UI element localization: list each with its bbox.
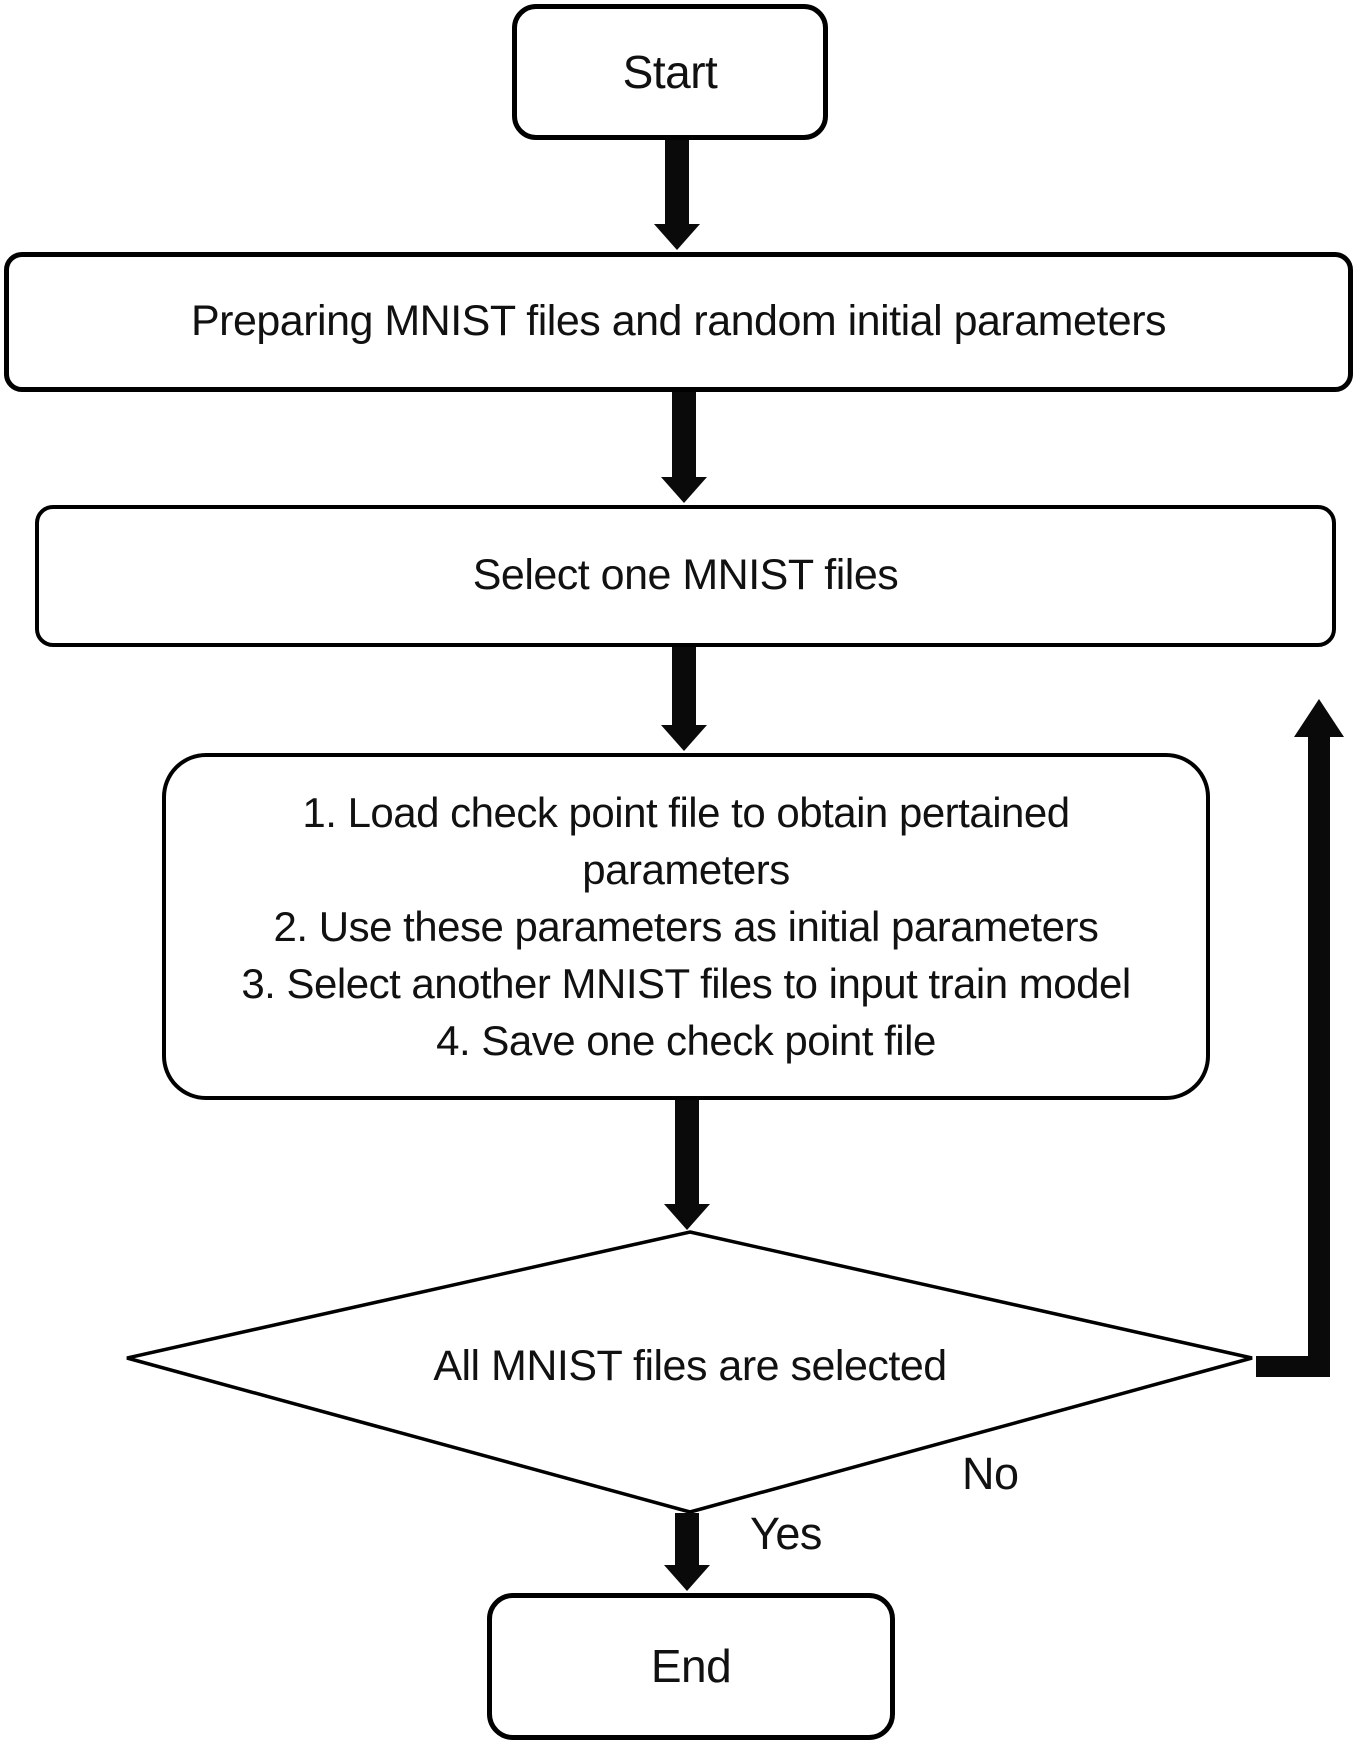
edge-label-no: No: [962, 1448, 1019, 1499]
end-node: End: [487, 1593, 895, 1740]
arrow-select-to-train-icon: [661, 647, 707, 751]
start-node: Start: [512, 4, 828, 140]
arrow-start-to-prepare-icon: [654, 140, 700, 250]
prepare-mnist-node: Preparing MNIST files and random initial…: [4, 252, 1353, 392]
decision-label: All MNIST files are selected: [433, 1342, 947, 1390]
select-mnist-node: Select one MNIST files: [35, 505, 1336, 647]
train-step-line: 2. Use these parameters as initial param…: [273, 903, 1099, 950]
end-node-label: End: [650, 1640, 732, 1693]
train-steps-node: 1. Load check point file to obtain perta…: [162, 753, 1210, 1100]
train-step-line: 1. Load check point file to obtain perta…: [302, 789, 1070, 836]
train-step-line: parameters: [582, 846, 790, 893]
train-step-line: 4. Save one check point file: [436, 1017, 936, 1064]
select-mnist-node-label: Select one MNIST files: [472, 551, 899, 600]
arrow-train-to-decision-icon: [664, 1100, 710, 1230]
arrow-decision-to-end-icon: [664, 1513, 710, 1591]
start-node-label: Start: [622, 45, 718, 98]
train-step-line: 3. Select another MNIST files to input t…: [241, 960, 1131, 1007]
prepare-mnist-node-label: Preparing MNIST files and random initial…: [190, 297, 1167, 346]
edge-label-yes: Yes: [750, 1508, 822, 1559]
arrow-prepare-to-select-icon: [661, 392, 707, 503]
loop-arrow-no-icon: [1256, 699, 1344, 1377]
